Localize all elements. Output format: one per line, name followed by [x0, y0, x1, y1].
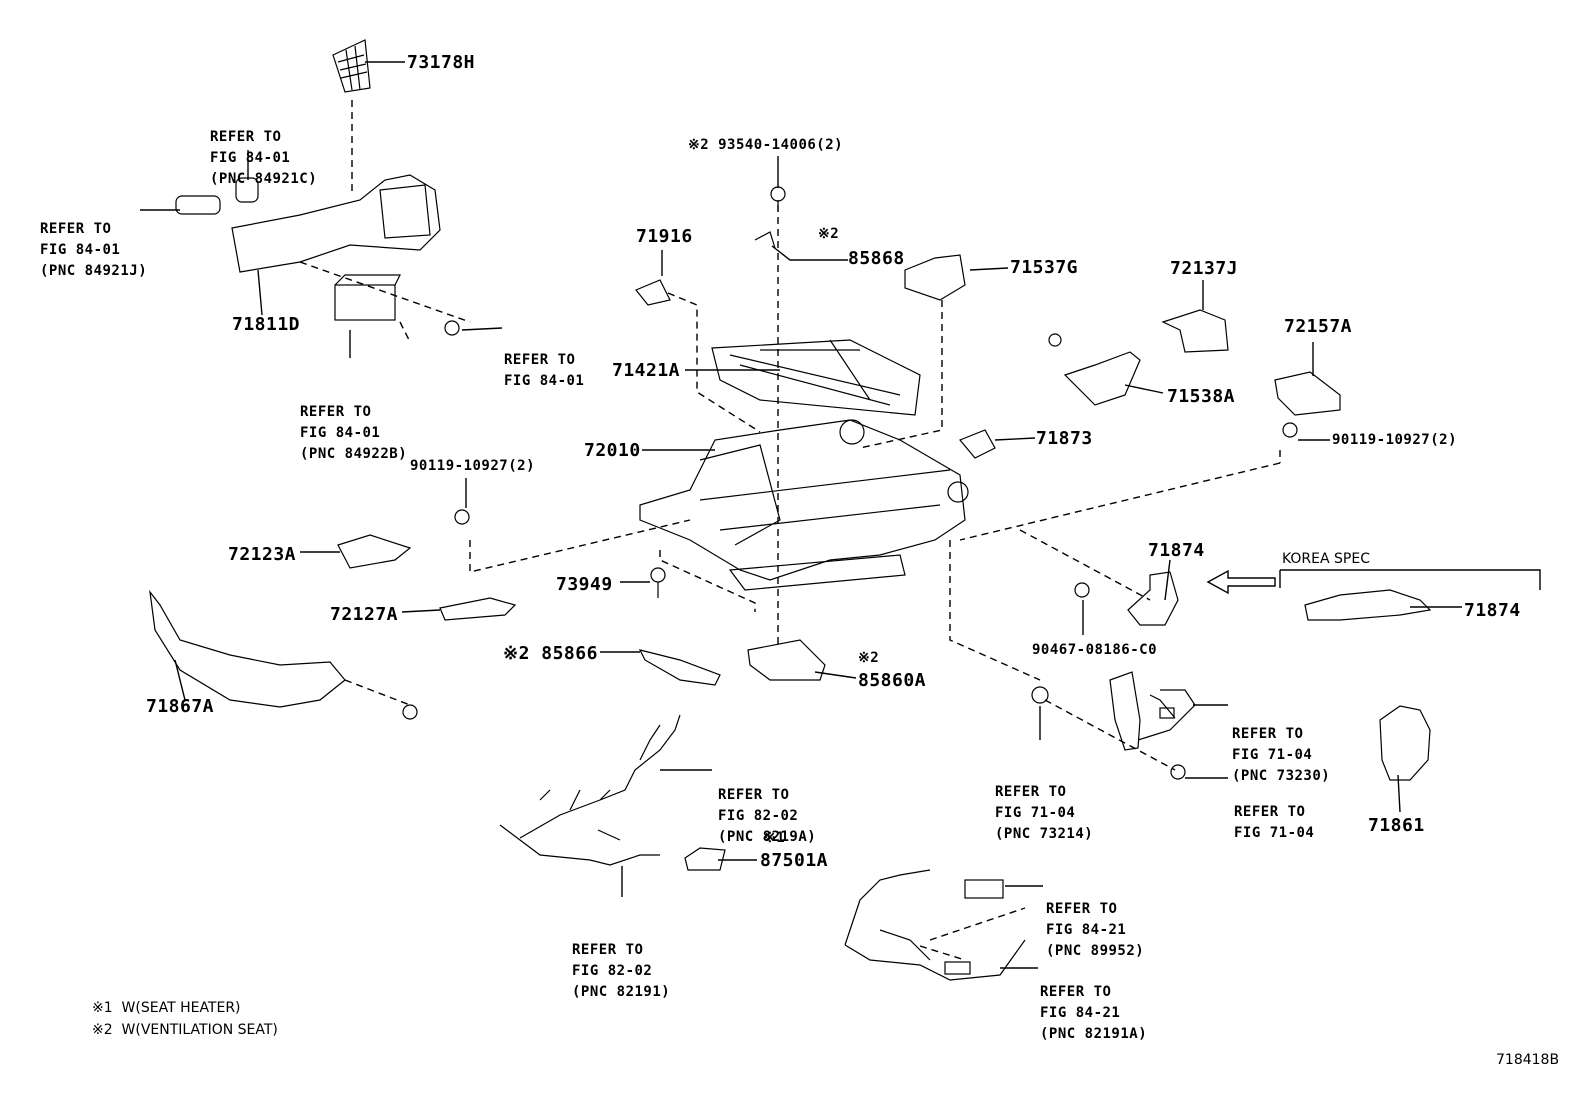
part-number-72010: 72010 — [584, 440, 641, 461]
part-number-71867A: 71867A — [146, 696, 215, 717]
part-number-72123A: 72123A — [228, 544, 297, 565]
part-number-73178H: 73178H — [407, 52, 476, 73]
footnote-seat-heater: ※1 W(SEAT HEATER) — [92, 1000, 241, 1016]
part-number-71874-korea: 71874 — [1464, 600, 1521, 621]
part-number-73949: 73949 — [556, 574, 613, 595]
part-number-71421A: 71421A — [612, 360, 681, 381]
part-number-71873: 71873 — [1036, 428, 1093, 449]
part-number-71874: 71874 — [1148, 540, 1205, 561]
part-number-85866: ※2 85866 — [503, 643, 598, 664]
leader-lines — [140, 61, 1541, 969]
mark-85868: ※2 — [818, 226, 840, 242]
part-number-87501A: 87501A — [760, 850, 829, 871]
component-shapes — [149, 39, 1432, 981]
part-number-71538A: 71538A — [1167, 386, 1236, 407]
part-number-93540: ※2 93540-14006(2) — [688, 137, 844, 153]
part-number-90119-left: 90119-10927(2) — [410, 458, 536, 474]
footnote-ventilation-seat: ※2 W(VENTILATION SEAT) — [92, 1022, 278, 1038]
part-number-71537G: 71537G — [1010, 257, 1079, 278]
korea-spec-label: KOREA SPEC — [1282, 551, 1370, 567]
part-number-85860A: 85860A — [858, 670, 927, 691]
part-number-72127A: 72127A — [330, 604, 399, 625]
part-number-90467: 90467-08186-C0 — [1032, 642, 1158, 658]
assembly-dashed-lines — [299, 100, 1281, 961]
part-number-71861: 71861 — [1368, 815, 1425, 836]
part-number-71916: 71916 — [636, 226, 693, 247]
diagram-id: 718418B — [1496, 1052, 1560, 1068]
mark-87501A: ※1 — [764, 830, 786, 846]
part-number-72137J: 72137J — [1170, 258, 1239, 279]
mark-85860A: ※2 — [858, 650, 880, 666]
part-number-71811D: 71811D — [232, 314, 301, 335]
part-number-85868: 85868 — [848, 248, 905, 269]
part-number-90119-right: 90119-10927(2) — [1332, 432, 1458, 448]
part-number-72157A: 72157A — [1284, 316, 1353, 337]
